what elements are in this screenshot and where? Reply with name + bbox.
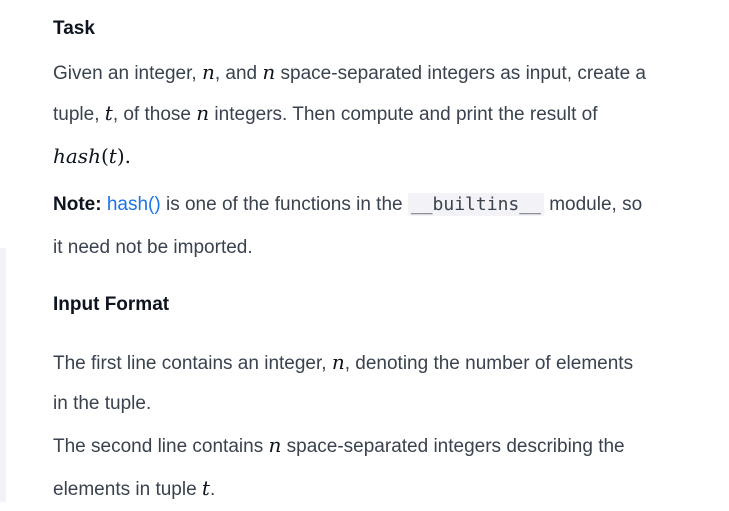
text-segment: module, so — [543, 194, 643, 215]
note-line2: it need not be imported. — [53, 237, 253, 258]
text-segment: , of those — [112, 104, 197, 125]
task-heading: Task — [53, 18, 95, 39]
math-t: t — [108, 144, 117, 168]
text-segment: , denoting the number of elements — [344, 353, 634, 374]
text-segment: Given an integer, — [53, 63, 202, 84]
builtins-code: __builtins__ — [407, 193, 544, 216]
math-n: n — [268, 433, 282, 457]
hash-link[interactable]: hash() — [106, 194, 161, 215]
input-format-line1: The first line contains an integer, n, d… — [53, 341, 713, 385]
note-label: Note: — [53, 194, 102, 215]
text-segment: , and — [214, 63, 263, 84]
text-segment: . — [209, 479, 216, 500]
input-format-line3: The second line contains n space-separat… — [53, 424, 713, 468]
math-n: n — [196, 101, 210, 125]
task-paragraph-line1: Given an integer, n, and n space-separat… — [53, 51, 713, 95]
text-segment: The second line contains — [53, 436, 269, 457]
note-line1: Note: hash() is one of the functions in … — [53, 184, 713, 226]
text-segment: integers. Then compute and print the res… — [209, 104, 598, 125]
math-t: t — [201, 476, 210, 500]
math-paren: ( — [100, 144, 109, 168]
math-n: n — [201, 60, 215, 84]
task-paragraph-line2: tuple, t, of those n integers. Then comp… — [53, 92, 713, 136]
math-hash: hash — [53, 144, 101, 168]
math-t: t — [104, 101, 113, 125]
text-segment: space-separated integers as input, creat… — [275, 63, 646, 84]
text-segment: space-separated integers describing the — [281, 436, 625, 457]
text-segment: elements in tuple — [53, 479, 202, 500]
math-n: n — [262, 60, 276, 84]
left-panel-edge — [0, 248, 6, 502]
text-segment: tuple, — [53, 104, 105, 125]
text-segment: The first line contains an integer, — [53, 353, 332, 374]
text-segment: is one of the functions in the — [160, 194, 408, 215]
input-format-heading: Input Format — [53, 294, 170, 315]
hash-expression: hash(t). — [53, 135, 713, 179]
math-n: n — [331, 350, 345, 374]
math-paren: ). — [116, 144, 131, 168]
input-format-line4: elements in tuple t. — [53, 467, 713, 511]
input-format-line2: in the tuple. — [53, 393, 152, 414]
